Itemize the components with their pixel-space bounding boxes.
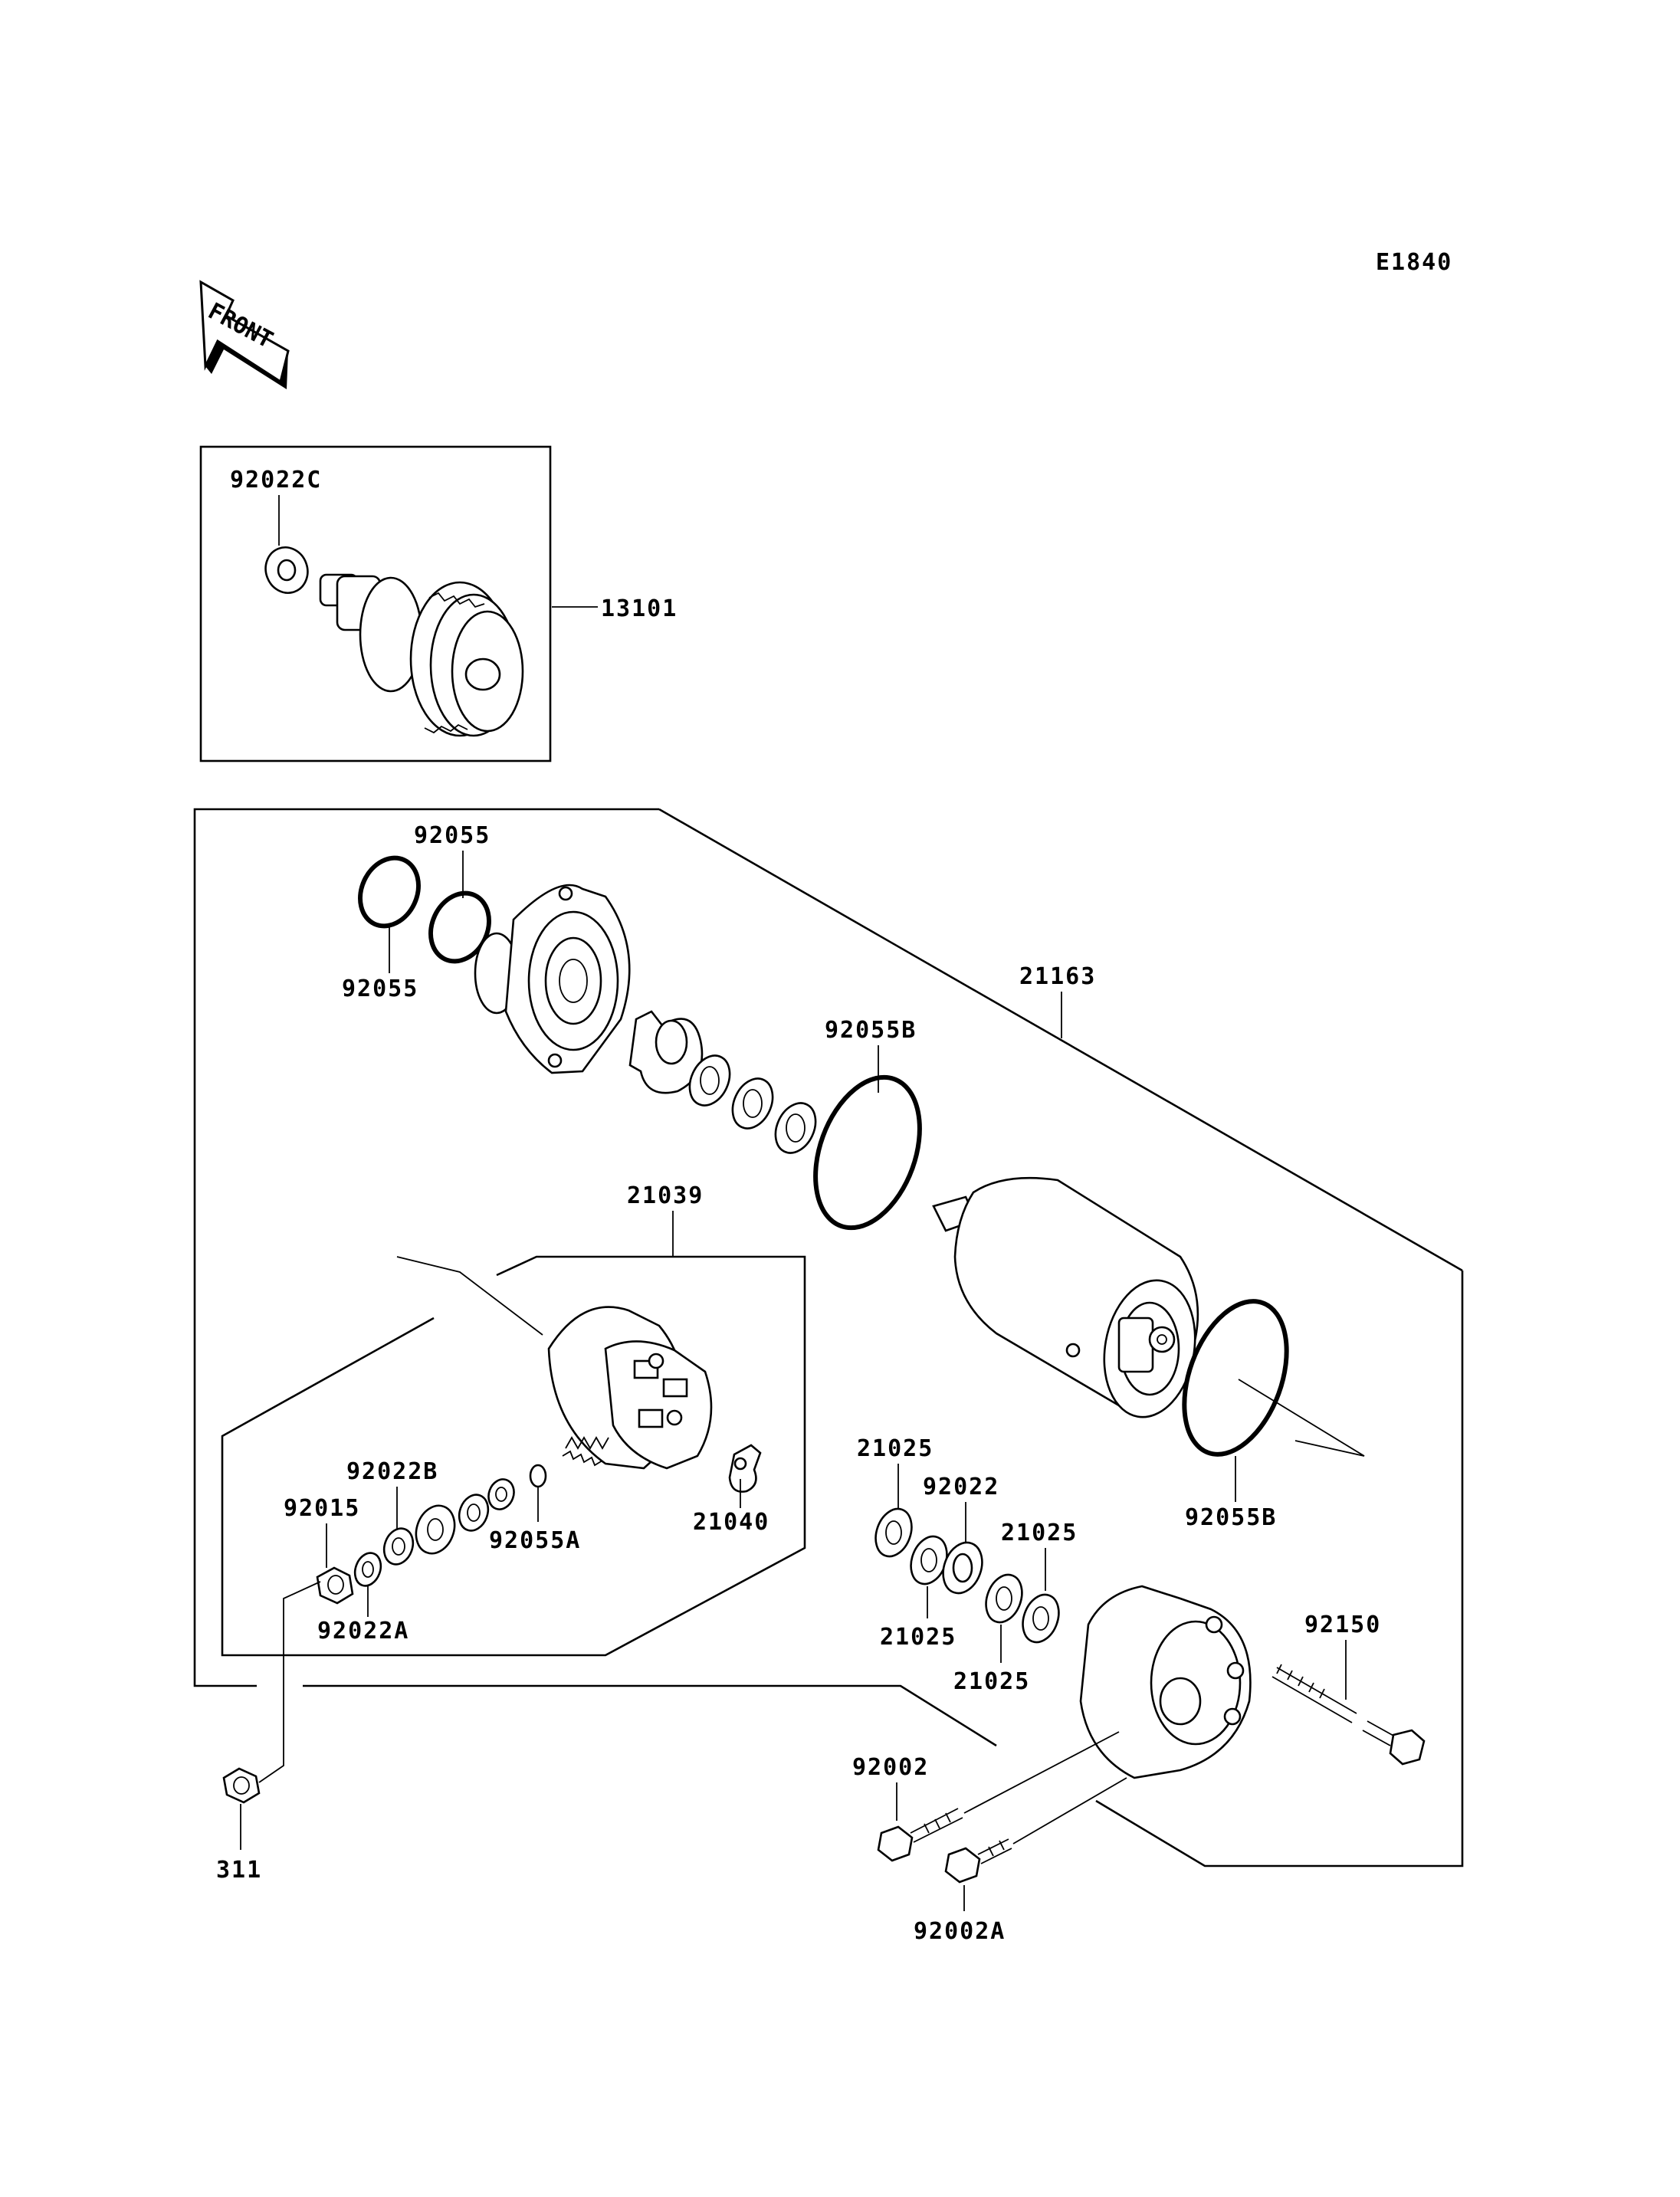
label-21039: 21039 [627, 1182, 704, 1209]
diagram-code: E1840 [1376, 249, 1452, 276]
label-21163: 21163 [1019, 963, 1096, 990]
o-ring-92055B-bottom [1182, 1299, 1289, 1457]
starter-end-cover [474, 884, 631, 1074]
brush-spring [565, 1436, 609, 1450]
bolt-92002 [877, 1731, 1120, 1862]
o-ring-92055B-top [813, 1074, 922, 1231]
through-bolt-92150 [1271, 1664, 1426, 1766]
label-21025-b: 21025 [1001, 1520, 1078, 1546]
starter-clutch-frame [199, 445, 552, 762]
label-92002: 92002 [852, 1754, 929, 1781]
o-ring-92055-a [358, 855, 421, 929]
starter-motor-frame [193, 808, 659, 1687]
label-92055-left: 92055 [342, 976, 418, 1002]
label-21025-a: 21025 [857, 1435, 934, 1462]
label-92022A: 92022A [317, 1618, 409, 1644]
label-92150: 92150 [1304, 1612, 1381, 1638]
label-13101: 13101 [601, 595, 678, 622]
starter-front-cover [1079, 1585, 1252, 1779]
washer-stack-92022B [382, 1478, 515, 1566]
label-92055A: 92055A [489, 1527, 581, 1554]
starter-clutch-13101 [319, 573, 524, 737]
washer-92022A [353, 1552, 382, 1587]
brush-holder-21039 [547, 1306, 713, 1470]
washers-21025-92022 [874, 1507, 1060, 1644]
front-arrow-icon: FRONT [199, 280, 290, 389]
label-92055B-bottom: 92055B [1185, 1504, 1277, 1531]
label-92055-top: 92055 [414, 822, 491, 849]
washer-92022C [264, 546, 309, 594]
nut-311 [222, 1767, 261, 1804]
brush-plate-insulator [628, 1010, 704, 1094]
terminal-21040 [728, 1444, 762, 1493]
label-311: 311 [216, 1857, 262, 1884]
label-92022: 92022 [923, 1474, 999, 1500]
shim-washers [688, 1054, 817, 1154]
label-21025-d: 21025 [953, 1668, 1030, 1695]
label-21040: 21040 [693, 1509, 769, 1536]
label-21025-c: 21025 [880, 1624, 956, 1651]
label-92055B-top: 92055B [825, 1017, 917, 1044]
label-92022C: 92022C [230, 467, 322, 494]
nut-92015 [316, 1566, 354, 1605]
brush-holder-frame [221, 1255, 806, 1657]
label-92015: 92015 [284, 1495, 360, 1522]
label-92022B: 92022B [346, 1458, 438, 1485]
bolt-92002A [944, 1777, 1127, 1884]
label-92002A: 92002A [914, 1918, 1006, 1945]
circlip-92055A [529, 1464, 547, 1488]
starter-yoke-assembly [932, 1176, 1199, 1418]
